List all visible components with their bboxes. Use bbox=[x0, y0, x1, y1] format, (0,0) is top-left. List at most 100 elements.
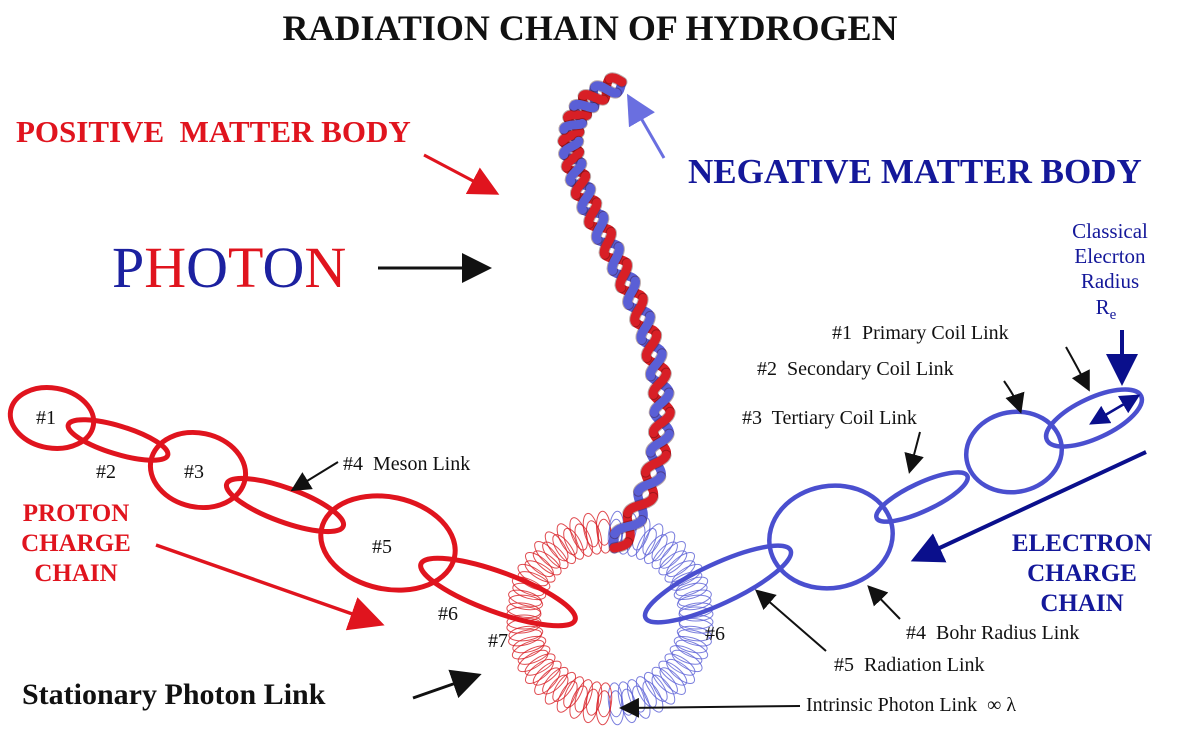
electron-link-bohr bbox=[767, 483, 895, 591]
ring-coil bbox=[508, 625, 544, 642]
classical-line-2: Elecrton bbox=[1074, 244, 1146, 268]
negative-strand-front bbox=[591, 211, 609, 244]
photon-letter-h: H bbox=[144, 235, 186, 300]
ring-coil bbox=[595, 690, 612, 726]
ring-coil bbox=[517, 649, 549, 673]
ring-coil bbox=[512, 635, 547, 654]
ring-coil bbox=[508, 594, 544, 611]
ring-coil bbox=[508, 589, 543, 607]
intrinsic-photon-arrow bbox=[619, 697, 801, 718]
positive-strand-front bbox=[641, 450, 671, 477]
proton-link-1 bbox=[7, 385, 97, 451]
electron-charge-chain bbox=[642, 387, 1145, 625]
ring-coil bbox=[673, 582, 708, 601]
tertiary-coil-arrow bbox=[904, 431, 924, 474]
ring-coil bbox=[542, 541, 569, 570]
ring-coil bbox=[651, 674, 676, 705]
positive-strand-front bbox=[599, 227, 616, 259]
bohr-radius-link-label: #4 Bohr Radius Link bbox=[906, 622, 1079, 644]
negative-strand-front bbox=[569, 99, 599, 113]
photon-label: PHOTON bbox=[112, 235, 346, 300]
electron-chain-line-1: ELECTRON bbox=[1012, 530, 1152, 557]
negative-strand-front bbox=[645, 349, 667, 381]
stationary-photon-arrow bbox=[412, 669, 482, 700]
proton-link-number-5: #5 bbox=[372, 536, 392, 558]
ring-coil bbox=[673, 635, 708, 654]
electron-chain-line-2: CHARGE bbox=[1027, 560, 1137, 587]
ring-coil bbox=[666, 552, 696, 578]
ring-coil bbox=[524, 552, 554, 578]
electron-chain-arrow bbox=[910, 450, 1147, 563]
ring-coil bbox=[552, 534, 577, 565]
negative-strand-front bbox=[646, 429, 674, 457]
positive-strand-front bbox=[648, 368, 671, 399]
ring-coil bbox=[563, 676, 585, 709]
electron-charge-chain-label: ELECTRON CHARGE CHAIN bbox=[1012, 530, 1152, 617]
meson-link-label: #4 Meson Link bbox=[343, 453, 470, 475]
positive-strand-front bbox=[571, 171, 591, 199]
proton-chain-line-2: CHARGE bbox=[21, 530, 131, 557]
proton-link-number-2: #2 bbox=[96, 461, 116, 483]
proton-link-number-3: #3 bbox=[184, 461, 204, 483]
positive-strand-front bbox=[563, 110, 592, 122]
negative-strand-front bbox=[590, 81, 621, 98]
ring-coil bbox=[651, 541, 678, 570]
positive-strand-front bbox=[561, 147, 584, 172]
positive-strand-front bbox=[578, 90, 608, 105]
photon-letter-p: P bbox=[112, 235, 144, 300]
proton-link-5 bbox=[318, 493, 458, 593]
ring-coil bbox=[659, 667, 686, 695]
ring-coil bbox=[676, 594, 712, 611]
ring-coil bbox=[607, 518, 623, 554]
negative-matter-arrow bbox=[627, 93, 666, 159]
negative-strand-front bbox=[636, 311, 655, 345]
electron-link-secondary bbox=[963, 409, 1065, 495]
ring-coil bbox=[569, 517, 588, 551]
ring-coil bbox=[642, 680, 664, 713]
positive-strand-front bbox=[623, 493, 658, 518]
ring-coil bbox=[556, 523, 578, 556]
ring-coil bbox=[517, 645, 551, 665]
electron-link-primary bbox=[1043, 387, 1145, 449]
meson-link-arrow bbox=[290, 461, 339, 492]
negative-strand-front bbox=[649, 388, 674, 417]
ring-coil bbox=[585, 520, 603, 555]
ring-coil bbox=[508, 629, 543, 647]
ring-coil bbox=[524, 653, 556, 676]
negative-strand-front bbox=[559, 136, 584, 160]
ring-coil bbox=[676, 625, 712, 642]
electron-link-number-6: #6 bbox=[705, 623, 725, 645]
negative-strand-front bbox=[633, 472, 666, 496]
ring-coil bbox=[664, 653, 696, 676]
primary-coil-arrow bbox=[1065, 346, 1090, 392]
positive-strand-front bbox=[584, 198, 602, 228]
primary-coil-link-label: #1 Primary Coil Link bbox=[832, 322, 1009, 344]
proton-link-6 bbox=[418, 555, 578, 629]
ring-coil bbox=[635, 528, 657, 560]
positive-strand-front bbox=[641, 330, 662, 363]
negative-strand-front bbox=[607, 242, 624, 275]
ring-coil bbox=[532, 550, 562, 576]
electron-chain-line-3: CHAIN bbox=[1040, 590, 1123, 617]
ring-coil bbox=[574, 523, 593, 557]
positive-strand-front bbox=[649, 407, 675, 438]
stationary-photon-link-label: Stationary Photon Link bbox=[22, 678, 326, 711]
proton-charge-chain-label: PROTON CHARGE CHAIN bbox=[21, 500, 131, 587]
positive-strand-front bbox=[615, 258, 632, 293]
ring-coil bbox=[643, 671, 668, 702]
positive-matter-body-label: POSITIVE MATTER BODY bbox=[16, 114, 411, 149]
proton-link-number-7: #7 bbox=[488, 630, 508, 652]
diagram-title: RADIATION CHAIN OF HYDROGEN bbox=[282, 8, 897, 48]
radiation-link-arrow bbox=[754, 589, 827, 652]
ring-coil bbox=[517, 571, 551, 591]
negative-strand-front bbox=[623, 276, 640, 310]
positive-strand-front bbox=[558, 127, 584, 146]
negative-strand-front bbox=[565, 158, 587, 186]
bohr-radius-arrow bbox=[867, 585, 901, 620]
positive-strand-front bbox=[605, 73, 627, 87]
proton-link-number-1: #1 bbox=[36, 407, 56, 429]
ring-coil bbox=[524, 560, 556, 583]
proton-link-2 bbox=[65, 417, 171, 463]
ring-coil bbox=[569, 685, 588, 719]
